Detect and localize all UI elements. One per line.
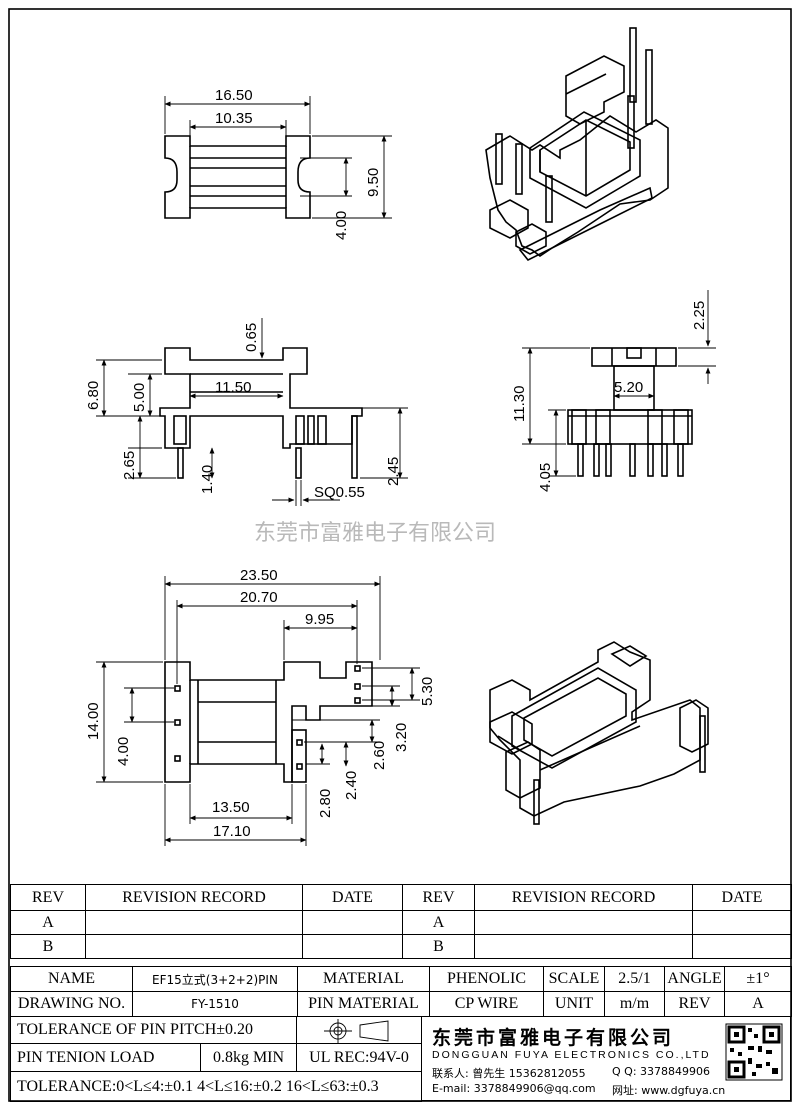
projection-symbol-cell: [296, 1016, 422, 1044]
angle-label: ANGLE: [664, 966, 725, 992]
front-view: 2.25 11.30 5.20 4.05: [511, 290, 716, 492]
revision-record-cell: [85, 910, 303, 935]
revision-record-header-2: REVISION RECORD: [474, 884, 693, 911]
date-header: DATE: [302, 884, 403, 911]
date-cell: [302, 910, 403, 935]
revision-table: REV REVISION RECORD DATE REV REVISION RE…: [10, 884, 792, 959]
dim-bottom-width1: 13.50: [212, 799, 250, 816]
dim-bottom-left: 4.00: [115, 737, 132, 766]
rev-cell-2: B: [402, 934, 475, 959]
angle-value: ±1°: [724, 966, 792, 992]
bottom-view: 23.50 20.70 9.95 14.00 4.00 5.30 3.20 2.…: [85, 567, 436, 846]
dim-bottom-h: 14.00: [85, 702, 102, 740]
side-view: 6.80 5.00 0.65 11.50 2.65 1.40 2.45 SQ0.…: [85, 318, 408, 506]
dim-side-gap: 0.65: [243, 323, 260, 352]
tolerance-line: TOLERANCE:0<L≤4:±0.1 4<L≤16:±0.2 16<L≤63…: [10, 1071, 422, 1102]
company-contact: 联系人: 曾先生 15362812055: [432, 1067, 586, 1080]
pin-material-label: PIN MATERIAL: [297, 991, 430, 1017]
company-email: E-mail: 3378849906@qq.com: [432, 1082, 596, 1095]
drawing-no-value: FY-1510: [132, 991, 298, 1017]
dim-pin-sq: SQ0.55: [314, 484, 365, 501]
date-cell-2: [692, 934, 792, 959]
company-name-cn: 东莞市富雅电子有限公司: [432, 1027, 675, 1049]
rev-header-2: REV: [402, 884, 475, 911]
dim-top-inner: 10.35: [215, 110, 253, 127]
dim-bottom-r4: 2.40: [343, 771, 360, 800]
rev-header: REV: [10, 884, 86, 911]
dim-bottom-pins: 20.70: [240, 589, 278, 606]
rev-cell-2: A: [402, 910, 475, 935]
dim-bottom-r1: 5.30: [419, 677, 436, 706]
company-website: 网址: www.dgfuya.cn: [612, 1084, 726, 1097]
dim-side-center: 11.50: [215, 379, 251, 396]
dim-side-upper: 5.00: [131, 383, 148, 412]
dim-top-slot: 4.00: [333, 211, 350, 240]
watermark: 东莞市富雅电子有限公司: [254, 521, 496, 546]
dim-bottom-right: 9.95: [305, 611, 334, 628]
rev-label: REV: [664, 991, 725, 1017]
dim-front-total: 11.30: [511, 386, 528, 422]
date-header-2: DATE: [692, 884, 792, 911]
tolerance-block: TOLERANCE OF PIN PITCH±0.20 PIN TENION L…: [10, 1016, 422, 1102]
date-cell-2: [692, 910, 792, 935]
unit-label: UNIT: [543, 991, 605, 1017]
rev-cell: A: [10, 910, 86, 935]
revision-record-cell: [85, 934, 303, 959]
drawing-no-label: DRAWING NO.: [10, 991, 133, 1017]
dim-bottom-r2: 3.20: [393, 723, 410, 752]
company-qq: Q Q: 3378849906: [612, 1065, 711, 1078]
dim-bottom-r3: 2.60: [371, 741, 388, 770]
rev-cell: B: [10, 934, 86, 959]
company-name-en: DONGGUAN FUYA ELECTRONICS CO.,LTD: [432, 1049, 711, 1061]
dim-side-pin-len: 2.45: [385, 457, 402, 486]
rev-value: A: [724, 991, 792, 1017]
material-label: MATERIAL: [297, 966, 430, 992]
revision-record-header: REVISION RECORD: [85, 884, 303, 911]
date-cell: [302, 934, 403, 959]
isometric-view-bottom: [489, 641, 709, 825]
dim-bottom-width2: 17.10: [213, 823, 251, 840]
ul-rec: UL REC:94V-0: [296, 1043, 422, 1072]
unit-value: m/m: [604, 991, 665, 1017]
material-value: PHENOLIC: [429, 966, 544, 992]
dim-side-base: 2.65: [121, 451, 138, 480]
dim-bottom-r5: 2.80: [317, 789, 334, 818]
dim-bottom-overall: 23.50: [240, 567, 278, 584]
qr-code: [725, 1023, 783, 1081]
tolerance-pin-pitch: TOLERANCE OF PIN PITCH±0.20: [10, 1016, 297, 1044]
top-view: 16.50 10.35 9.50 4.00: [164, 87, 392, 240]
name-label: NAME: [10, 966, 133, 992]
dim-front-top: 2.25: [691, 301, 708, 330]
isometric-view-top: [485, 27, 669, 262]
scale-label: SCALE: [543, 966, 605, 992]
scale-value: 2.5/1: [604, 966, 665, 992]
dim-front-pin-len: 4.05: [537, 463, 554, 492]
pin-tension-value: 0.8kg MIN: [200, 1043, 297, 1072]
dim-side-total: 6.80: [85, 381, 102, 410]
revision-record-cell-2: [474, 910, 693, 935]
dim-top-width: 16.50: [215, 87, 253, 104]
dim-side-pin-offset: 1.40: [199, 465, 216, 494]
name-value: EF15立式(3+2+2)PIN: [132, 966, 298, 992]
revision-record-cell-2: [474, 934, 693, 959]
company-block: 东莞市富雅电子有限公司 DONGGUAN FUYA ELECTRONICS CO…: [421, 1016, 791, 1101]
dim-top-height: 9.50: [365, 168, 382, 197]
title-block: NAME EF15立式(3+2+2)PIN MATERIAL PHENOLIC …: [10, 966, 792, 1017]
pin-tension-label: PIN TENION LOAD: [10, 1043, 201, 1072]
dim-front-center: 5.20: [614, 379, 643, 396]
pin-material-value: CP WIRE: [429, 991, 544, 1017]
